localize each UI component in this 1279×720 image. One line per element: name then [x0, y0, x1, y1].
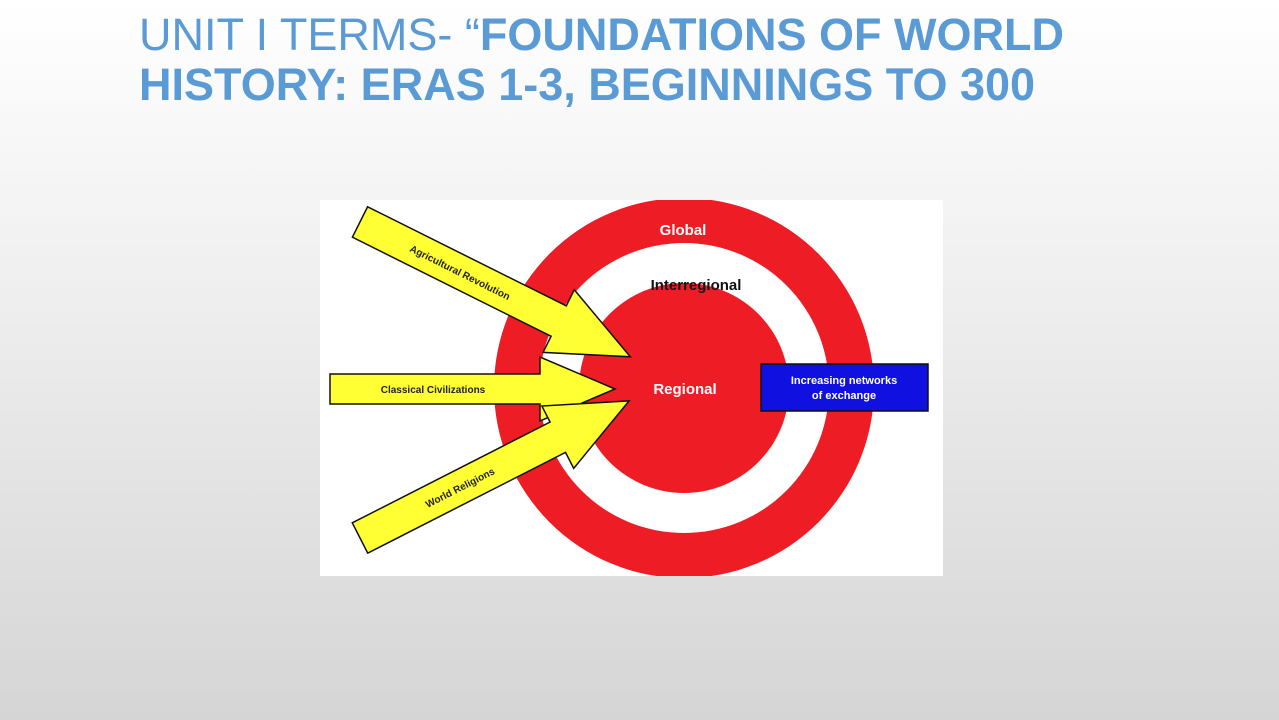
slide-title: Unit I Terms- “Foundations of World Hist…	[139, 10, 1139, 110]
exchange-networks-box-rect	[760, 363, 929, 412]
interregional-label: Interregional	[651, 277, 742, 294]
world-religions-arrow-shape	[351, 400, 631, 555]
global-label: Global	[660, 222, 707, 239]
title-emphasis: Foundations of World History: Eras 1-3, …	[139, 9, 1064, 110]
agricultural-revolution-arrow-shape	[351, 205, 632, 358]
title-prefix: Unit I Terms- “	[139, 9, 480, 60]
diagram-canvas: Global Interregional Regional Agricultur…	[329, 200, 929, 576]
eras-diagram: Global Interregional Regional Agricultur…	[320, 200, 943, 576]
regional-circle	[579, 283, 789, 493]
exchange-networks-line1: Increasing networks	[791, 375, 897, 387]
classical-civilizations-label: Classical Civilizations	[381, 385, 486, 396]
exchange-networks-line2: of exchange	[812, 390, 876, 402]
exchange-networks-box: Increasing networks of exchange	[760, 363, 929, 412]
regional-label: Regional	[653, 381, 716, 398]
